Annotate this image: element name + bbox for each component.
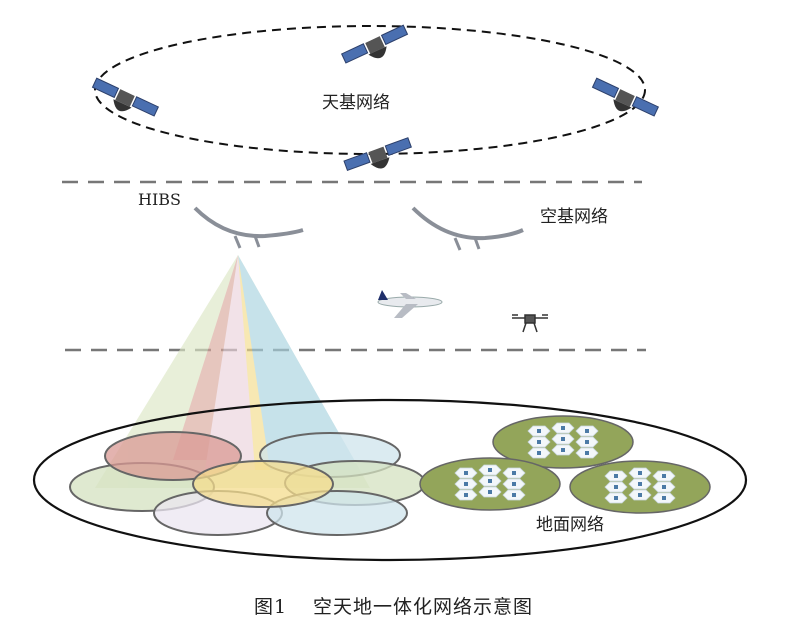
hex-cell-cluster xyxy=(492,415,634,469)
base-station-icon xyxy=(662,474,666,478)
coverage-cells xyxy=(69,431,426,536)
base-station-icon xyxy=(537,429,541,433)
satellite-icon xyxy=(91,77,160,117)
figure-number: 图1 xyxy=(253,596,288,618)
hibs-beams xyxy=(95,255,370,488)
beam xyxy=(205,255,265,470)
base-station-icon xyxy=(464,482,468,486)
base-station-icon xyxy=(638,471,642,475)
base-station-icon xyxy=(488,479,492,483)
base-station-icon xyxy=(512,482,516,486)
ground-area xyxy=(32,398,748,562)
base-station-icon xyxy=(537,451,541,455)
coverage-cell xyxy=(192,460,334,508)
base-station-icon xyxy=(585,429,589,433)
hex-cell-cluster xyxy=(419,457,561,511)
satellite-icon xyxy=(591,77,660,117)
base-station-icon xyxy=(662,496,666,500)
base-station-icon xyxy=(662,485,666,489)
hibs-label: HIBS xyxy=(138,190,181,209)
base-station-icon xyxy=(561,426,565,430)
base-station-icon xyxy=(561,448,565,452)
base-station-icon xyxy=(537,440,541,444)
base-station-icon xyxy=(585,451,589,455)
base-station-icon xyxy=(638,493,642,497)
air-network-label: 空基网络 xyxy=(540,207,608,227)
base-station-icon xyxy=(561,437,565,441)
base-station-icon xyxy=(512,471,516,475)
hex-cell-cluster xyxy=(569,460,711,514)
base-station-icon xyxy=(614,485,618,489)
satellites xyxy=(91,24,660,172)
ground-network-label: 地面网络 xyxy=(536,515,604,535)
drone-icon xyxy=(512,314,548,333)
hibs-aircraft-icon xyxy=(411,206,524,251)
space-network-label: 天基网络 xyxy=(322,93,390,113)
base-station-icon xyxy=(488,490,492,494)
figure-caption: 图1 空天地一体化网络示意图 xyxy=(0,592,787,619)
base-station-icon xyxy=(638,482,642,486)
airplane-icon xyxy=(377,290,443,318)
base-station-icon xyxy=(512,493,516,497)
base-station-icon xyxy=(614,474,618,478)
base-station-icon xyxy=(464,493,468,497)
base-station-icon xyxy=(585,440,589,444)
satellite-icon xyxy=(340,24,409,64)
base-station-icon xyxy=(464,471,468,475)
beam xyxy=(173,255,238,460)
base-station-icon xyxy=(488,468,492,472)
terrestrial-clusters xyxy=(419,415,711,514)
hibs-aircraft-icon xyxy=(193,206,304,249)
base-station-icon xyxy=(614,496,618,500)
beam xyxy=(238,255,360,470)
figure-title: 空天地一体化网络示意图 xyxy=(313,596,534,618)
coverage-cell xyxy=(104,431,242,481)
satellite-icon xyxy=(343,137,412,172)
